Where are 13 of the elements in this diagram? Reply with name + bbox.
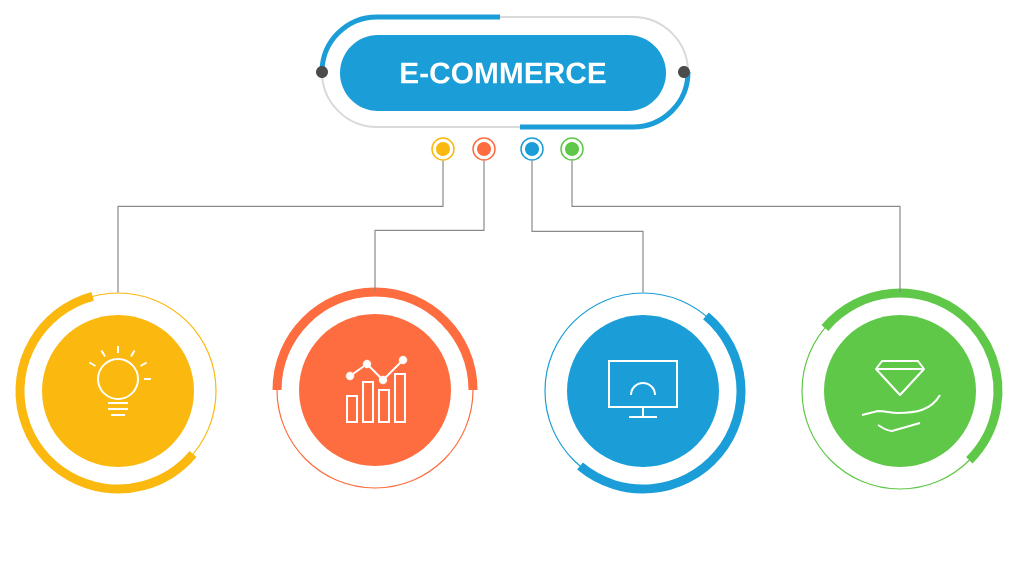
connector-line (571, 160, 901, 293)
connector-dot (520, 137, 544, 161)
connector-dot (431, 137, 455, 161)
icon-circle (544, 292, 746, 494)
connector-line (531, 160, 644, 293)
icon-circle (15, 292, 217, 494)
icon-circle (272, 287, 478, 489)
title-pill: E-COMMERCE (316, 14, 691, 130)
icon-circle (801, 288, 1003, 490)
connector-dot (472, 137, 496, 161)
connector-dot (560, 137, 584, 161)
connector-line (117, 160, 444, 293)
connector-line (374, 160, 485, 292)
